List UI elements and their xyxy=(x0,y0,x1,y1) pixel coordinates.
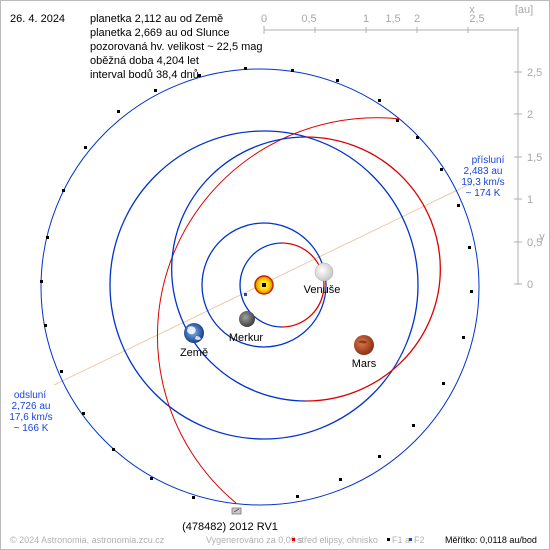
legend-f2-label: F2 xyxy=(414,535,425,545)
x-tick-0: 0 xyxy=(261,13,267,25)
y-tick-0: 2,5 xyxy=(527,67,542,79)
x-tick-5: 2,5 xyxy=(469,13,484,25)
asteroid-orbit-below-ecliptic xyxy=(156,117,401,504)
x-tick-1: 0,5 xyxy=(301,13,316,25)
asteroid-marker xyxy=(231,507,242,515)
earth-planet xyxy=(184,323,204,343)
venus-planet xyxy=(314,262,334,282)
sun xyxy=(254,275,274,295)
generated-time: Vygenerováno za 0,09 s xyxy=(206,535,303,545)
legend-f2-marker xyxy=(409,538,412,541)
scale-label: Měřítko: 0,0118 au/bod xyxy=(445,535,537,545)
y-tick-3: 1 xyxy=(527,194,533,206)
perihelion-speed: 19,3 km/s xyxy=(461,177,504,188)
mars-planet xyxy=(354,335,374,355)
y-tick-1: 2 xyxy=(527,109,533,121)
aphelion-distance: 2,726 au xyxy=(12,401,51,412)
aphelion-title: odsluní xyxy=(14,390,46,401)
x-axis-label: x xyxy=(469,4,475,16)
unit-label: [au] xyxy=(515,4,533,16)
info-line-1: planetka 2,112 au od Země xyxy=(90,13,223,25)
asteroid-orbit xyxy=(40,68,480,506)
mercury-label: Merkur xyxy=(229,332,264,344)
info-line-5: interval bodů 38,4 dnů xyxy=(90,69,199,81)
asteroid-label: (478482) 2012 RV1 xyxy=(182,521,278,533)
mars-orbit-blue xyxy=(171,136,307,402)
x-tick-2: 1 xyxy=(363,13,369,25)
y-tick-2: 1,5 xyxy=(527,152,542,164)
legend-f1-marker xyxy=(387,538,390,541)
info-line-3: pozorovaná hv. velikost ~ 22,5 mag xyxy=(90,41,263,53)
legend-center-label: střed elipsy, ohnisko xyxy=(297,535,378,545)
venus-orbit xyxy=(201,222,327,348)
copyright: © 2024 Astronomia, astronomia.zcu.cz xyxy=(10,535,165,545)
venus-label: Venuše xyxy=(304,284,341,296)
ellipse-center-marker xyxy=(244,293,247,296)
y-tick-4: 0,5 xyxy=(527,237,542,249)
y-axis-label: y xyxy=(539,231,545,243)
x-tick-3: 1,5 xyxy=(385,13,400,25)
mercury-planet xyxy=(239,311,255,327)
x-axis xyxy=(263,26,519,34)
earth-label: Země xyxy=(180,347,208,359)
y-axis xyxy=(514,30,522,285)
perihelion-title: přísluní xyxy=(472,155,505,166)
mercury-orbit-blue xyxy=(239,242,283,328)
x-tick-4: 2 xyxy=(414,13,420,25)
mercury-orbit-red xyxy=(281,242,325,328)
perihelion-distance: 2,483 au xyxy=(464,166,503,177)
mars-label: Mars xyxy=(352,358,377,370)
legend-f1-label: F1 a xyxy=(392,535,410,545)
perihelion-temp: ~ 174 K xyxy=(466,188,501,199)
aphelion-speed: 17,6 km/s xyxy=(9,412,52,423)
aphelion-temp: ~ 166 K xyxy=(14,423,49,434)
earth-orbit xyxy=(109,130,419,440)
interval-points xyxy=(40,67,473,499)
legend-center-marker xyxy=(292,538,295,541)
date-label: 26. 4. 2024 xyxy=(10,13,65,25)
mars-orbit-red xyxy=(305,136,441,402)
info-line-2: planetka 2,669 au od Slunce xyxy=(90,27,229,39)
y-tick-5: 0 xyxy=(527,279,533,291)
info-line-4: oběžná doba 4,204 let xyxy=(90,55,199,67)
